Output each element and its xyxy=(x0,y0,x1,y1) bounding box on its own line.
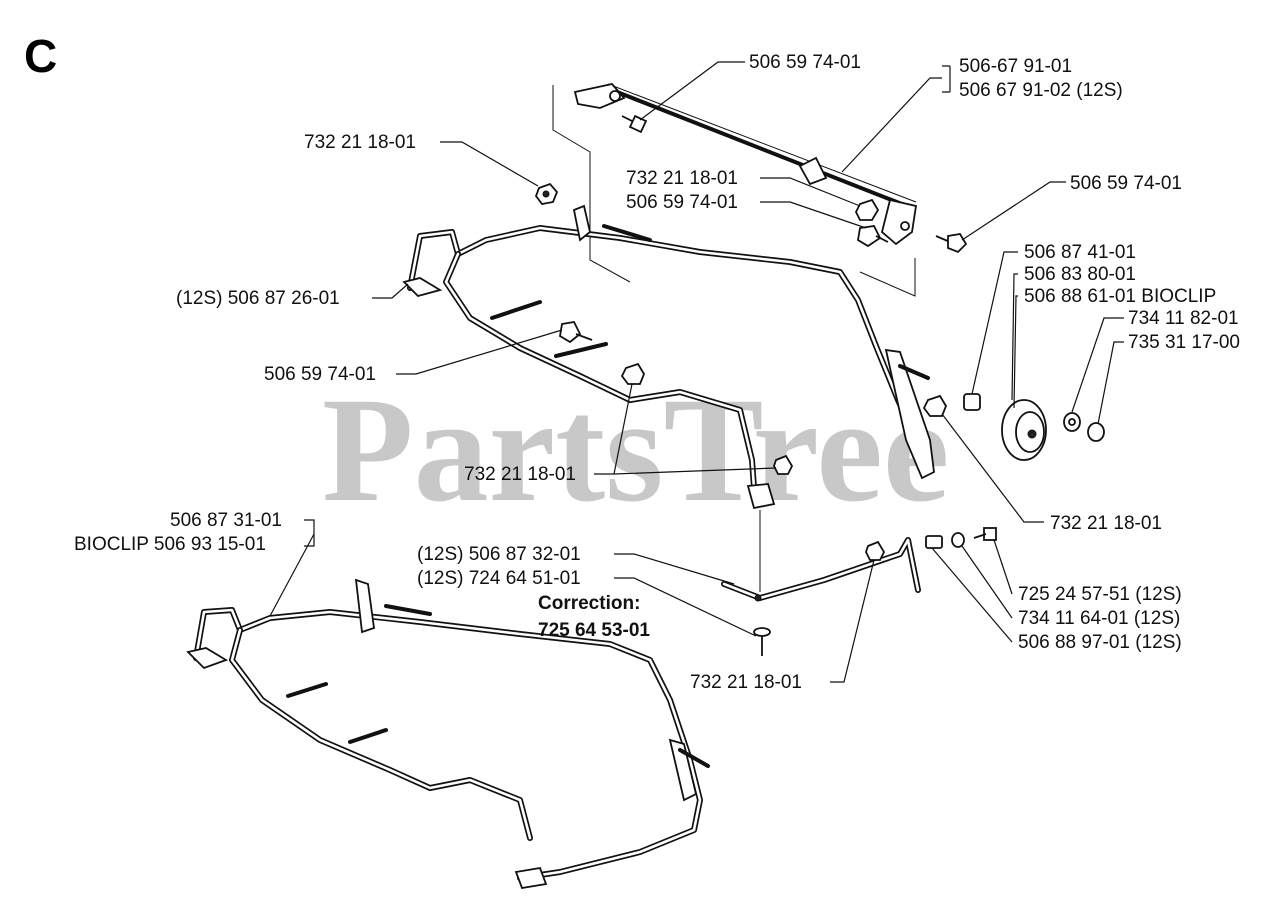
label-734-11-64-01-12s: 734 11 64-01 (12S) xyxy=(1018,608,1180,629)
spacer-wheel xyxy=(963,393,981,411)
bolt-bracket xyxy=(973,527,997,541)
washer-bracket xyxy=(951,532,965,548)
correction-part-number: 725 64 53-01 xyxy=(538,620,650,641)
label-506-67-91-02-12s: 506 67 91-02 (12S) xyxy=(959,80,1123,101)
label-732-21-18-01-a: 732 21 18-01 xyxy=(304,132,416,153)
label-506-59-74-01-mid: 506 59 74-01 xyxy=(626,192,738,213)
label-506-67-91-01: 506-67 91-01 xyxy=(959,56,1072,77)
label-506-87-41-01: 506 87 41-01 xyxy=(1024,242,1136,263)
section-letter: C xyxy=(24,30,57,82)
label-bioclip-506-93-15-01: BIOCLIP 506 93 15-01 xyxy=(74,534,266,555)
nut-frame-left xyxy=(620,362,646,385)
label-506-59-74-01-right: 506 59 74-01 xyxy=(1070,173,1182,194)
label-732-21-18-01-b: 732 21 18-01 xyxy=(626,168,738,189)
label-725-24-57-51-12s: 725 24 57-51 (12S) xyxy=(1018,584,1182,605)
leader-lines xyxy=(269,61,1124,683)
correction-title: Correction: xyxy=(538,593,640,614)
wheel xyxy=(1001,399,1047,461)
nut-upper-mid xyxy=(854,198,880,221)
label-732-21-18-01-c: 732 21 18-01 xyxy=(464,464,576,485)
nut-frame-right xyxy=(773,454,794,475)
label-735-31-17-00: 735 31 17-00 xyxy=(1128,332,1240,353)
upper-rod-assembly xyxy=(573,83,918,246)
lower-frame xyxy=(186,578,710,890)
nut-wheel-axle xyxy=(922,394,948,417)
label-506-59-74-01-top: 506 59 74-01 xyxy=(749,52,861,73)
clip-wheel xyxy=(1087,422,1105,442)
label-506-87-31-01: 506 87 31-01 xyxy=(170,510,282,531)
bolt-upper-mid xyxy=(857,225,889,248)
label-732-21-18-01-d: 732 21 18-01 xyxy=(1050,513,1162,534)
label-732-21-18-01-e: 732 21 18-01 xyxy=(690,672,802,693)
label-12s-506-87-26-01: (12S) 506 87 26-01 xyxy=(176,288,340,309)
label-12s-506-87-32-01: (12S) 506 87 32-01 xyxy=(417,544,581,565)
nut-upper-left xyxy=(534,182,559,205)
lower-bracket xyxy=(721,537,921,602)
bolt-top-left xyxy=(621,114,648,134)
label-506-59-74-01-left: 506 59 74-01 xyxy=(264,364,376,385)
spacer-bracket xyxy=(925,535,943,549)
nut-bracket xyxy=(865,540,886,561)
label-506-88-97-01-12s: 506 88 97-01 (12S) xyxy=(1018,632,1182,653)
label-506-88-61-01-bioclip: 506 88 61-01 BIOCLIP xyxy=(1024,286,1216,307)
label-734-11-82-01: 734 11 82-01 xyxy=(1128,308,1239,329)
part-labels: 506 59 74-01 506-67 91-01 506 67 91-02 (… xyxy=(74,52,1240,693)
upper-frame xyxy=(402,204,935,510)
screw-lower xyxy=(753,627,771,656)
watermark: PartsTree xyxy=(322,367,949,533)
washer-wheel xyxy=(1063,412,1081,432)
bolt-frame-left xyxy=(559,321,593,344)
label-506-83-80-01: 506 83 80-01 xyxy=(1024,264,1136,285)
bolt-upper-right xyxy=(935,233,968,254)
label-12s-724-64-51-01: (12S) 724 64 51-01 xyxy=(417,568,581,589)
